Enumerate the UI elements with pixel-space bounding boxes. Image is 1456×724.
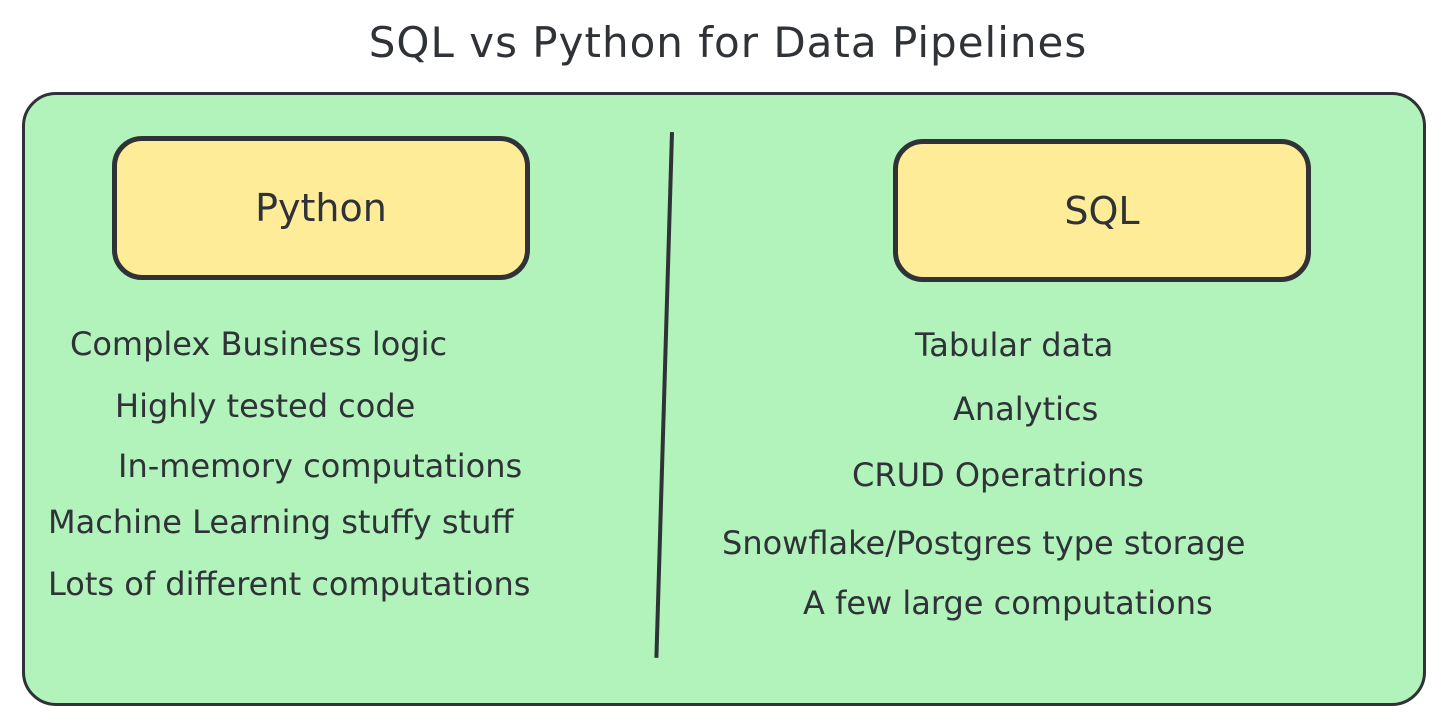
sql-item: Snowflake/Postgres type storage [722, 524, 1246, 562]
python-header-box: Python [112, 136, 530, 280]
python-item: Machine Learning stuffy stuff [48, 503, 514, 541]
sql-label: SQL [1064, 188, 1140, 233]
python-item: In-memory computations [118, 447, 523, 485]
sql-item: Analytics [953, 390, 1099, 428]
sql-item: A few large computations [803, 584, 1213, 622]
python-label: Python [255, 186, 387, 230]
sql-header-box: SQL [893, 139, 1311, 282]
python-item: Complex Business logic [70, 325, 448, 363]
sql-item: CRUD Operatrions [852, 456, 1144, 494]
python-item: Lots of different computations [48, 565, 531, 603]
sql-item: Tabular data [915, 326, 1114, 364]
python-item: Highly tested code [115, 387, 416, 425]
diagram-title: SQL vs Python for Data Pipelines [368, 18, 1088, 67]
